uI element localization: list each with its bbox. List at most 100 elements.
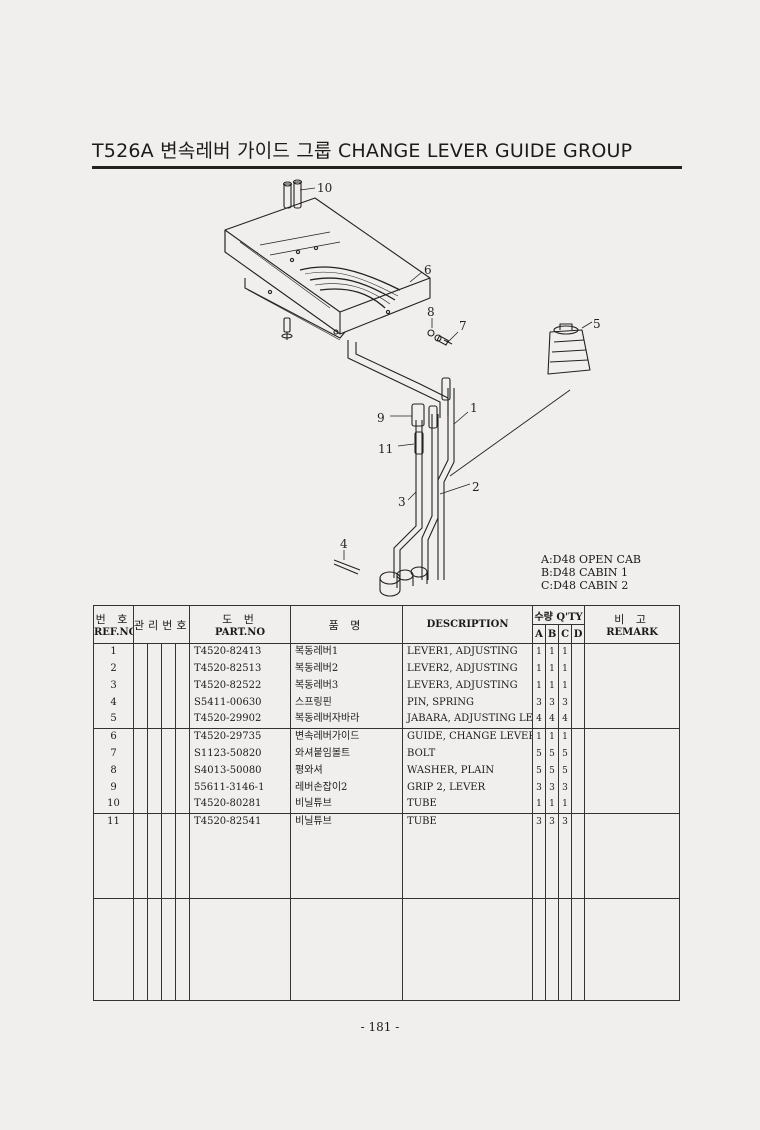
cell-desc <box>402 983 534 1002</box>
cell-blank <box>161 745 176 763</box>
cell-name <box>290 949 404 967</box>
callout-7: 7 <box>459 319 467 333</box>
cell-a <box>532 949 547 967</box>
cell-blank <box>133 779 148 797</box>
cell-blank <box>161 779 176 797</box>
cell-part <box>189 949 292 967</box>
cell-ref: 7 <box>93 745 134 763</box>
cell-desc <box>402 966 534 984</box>
cell-d <box>571 796 586 814</box>
cell-blank <box>133 677 148 695</box>
cell-b <box>545 898 560 916</box>
cell-c <box>558 932 573 950</box>
cell-blank <box>161 711 176 729</box>
cell-blank <box>147 642 162 661</box>
cell-b: 3 <box>545 813 560 831</box>
exploded-diagram: 10 6 8 7 5 9 1 11 2 3 4 <box>224 179 601 597</box>
cell-ref: 9 <box>93 779 134 797</box>
cell-blank <box>147 762 162 780</box>
cell-part <box>189 932 292 950</box>
cell-blank <box>174 711 191 729</box>
cell-d <box>571 677 586 695</box>
cell-blank <box>133 642 148 661</box>
cell-blank <box>133 898 148 916</box>
cell-blank <box>174 864 191 882</box>
cell-blank <box>161 949 176 967</box>
cell-desc: LEVER3, ADJUSTING <box>402 677 534 695</box>
cell-c <box>558 949 573 967</box>
cell-c: 1 <box>558 660 573 678</box>
cell-blank <box>174 932 191 950</box>
cell-c <box>558 847 573 865</box>
cell-blank <box>133 915 148 933</box>
cell-blank <box>584 796 681 814</box>
pivots <box>379 566 428 597</box>
cell-name <box>290 881 404 899</box>
cell-desc <box>402 949 534 967</box>
cell-blank <box>133 847 148 865</box>
cell-name: 복동레버자바라 <box>290 711 404 729</box>
cell-name <box>290 830 404 848</box>
cell-blank <box>161 966 176 984</box>
cell-blank <box>133 881 148 899</box>
callout-8: 8 <box>427 305 435 319</box>
cell-c <box>558 966 573 984</box>
cell-blank <box>584 762 681 780</box>
header-mgmt: 관리번호 <box>132 605 191 644</box>
spring-pin-4 <box>333 559 361 575</box>
cell-blank <box>147 813 162 831</box>
cell-b: 3 <box>545 779 560 797</box>
cell-ref <box>93 932 134 950</box>
cell-blank <box>147 915 162 933</box>
cell-d <box>571 813 586 831</box>
table-row-empty <box>93 949 681 967</box>
cell-b: 5 <box>545 762 560 780</box>
cell-blank <box>133 813 148 831</box>
cell-ref: 1 <box>93 642 134 661</box>
cell-name: 복동레버2 <box>290 660 404 678</box>
cell-name: 스프링핀 <box>290 694 404 712</box>
cell-c: 3 <box>558 694 573 712</box>
cell-d <box>571 932 586 950</box>
cell-d <box>571 830 586 848</box>
lever-3 <box>393 403 425 578</box>
header-partno-ko: 도 번 <box>222 613 258 626</box>
cell-blank <box>133 983 148 1002</box>
cell-d <box>571 694 586 712</box>
cell-blank <box>161 660 176 678</box>
cell-desc: BOLT <box>402 745 534 763</box>
cell-desc <box>402 898 534 916</box>
cell-c: 3 <box>558 779 573 797</box>
cell-desc: GRIP 2, LEVER <box>402 779 534 797</box>
cell-blank <box>174 779 191 797</box>
cell-a <box>532 983 547 1002</box>
table-row-empty <box>93 847 681 865</box>
cell-blank <box>147 830 162 848</box>
cell-c: 1 <box>558 642 573 661</box>
cell-c: 4 <box>558 711 573 729</box>
cell-desc <box>402 932 534 950</box>
cell-blank <box>147 881 162 899</box>
cell-blank <box>174 847 191 865</box>
cell-blank <box>161 847 176 865</box>
cell-c: 3 <box>558 813 573 831</box>
cell-blank <box>133 949 148 967</box>
cell-ref <box>93 881 134 899</box>
cell-ref <box>93 966 134 984</box>
header-refno-en: REF.NO <box>94 627 134 638</box>
cell-d <box>571 711 586 729</box>
table-row-empty <box>93 915 681 933</box>
cell-blank <box>174 745 191 763</box>
cell-blank <box>161 983 176 1002</box>
cell-blank <box>174 949 191 967</box>
cell-a: 5 <box>532 762 547 780</box>
cell-b: 1 <box>545 728 560 746</box>
cell-b <box>545 915 560 933</box>
cell-desc: GUIDE, CHANGE LEVER <box>402 728 534 746</box>
cell-d <box>571 762 586 780</box>
